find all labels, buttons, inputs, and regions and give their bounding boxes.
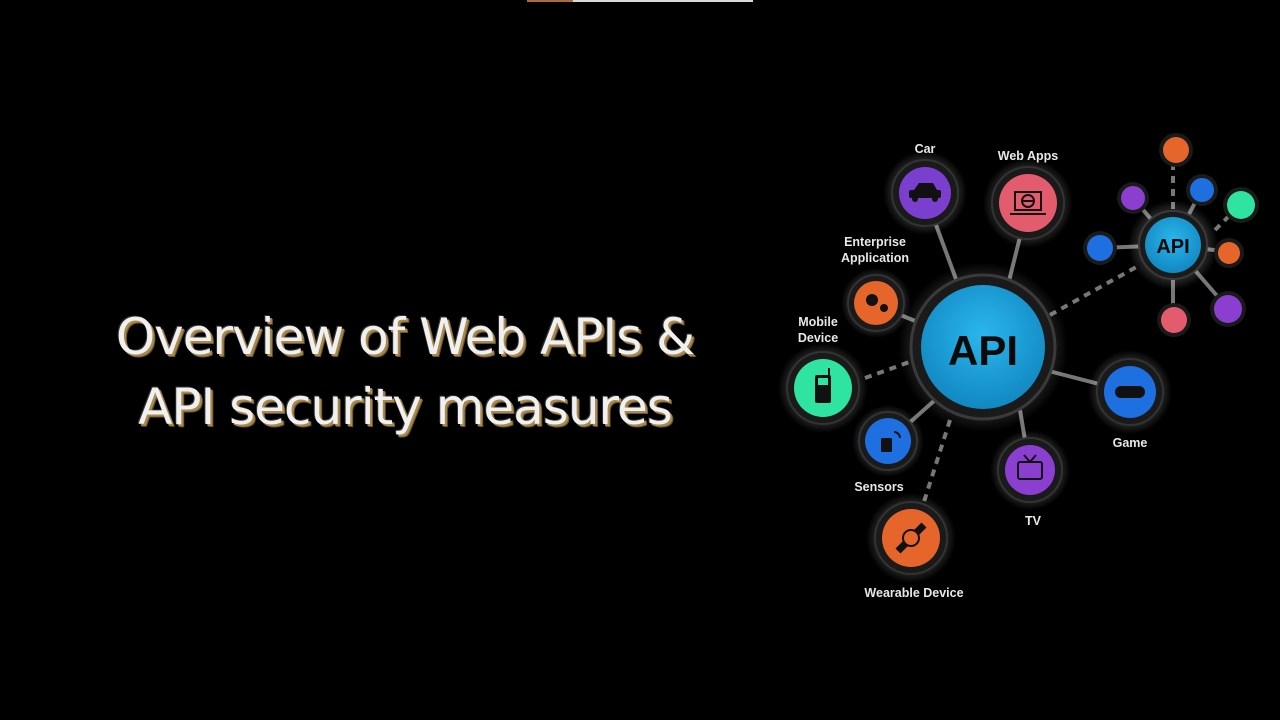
mini-laptop-icon xyxy=(1161,307,1187,333)
car-icon xyxy=(909,183,941,202)
node-mobile xyxy=(786,351,860,425)
label-tv: TV xyxy=(1025,514,1041,528)
gamepad-icon xyxy=(1115,386,1145,398)
slide-title: Overview of Web APIs & API security meas… xyxy=(60,302,750,442)
label-web-apps: Web Apps xyxy=(997,149,1059,163)
title-line-2: API security measures xyxy=(138,378,673,436)
label-enterprise-2: Application xyxy=(840,251,910,265)
node-enterprise xyxy=(847,274,905,332)
label-mobile-1: Mobile xyxy=(798,315,838,329)
mini-api-hub: API xyxy=(1138,210,1208,280)
label-wearable: Wearable Device xyxy=(864,586,964,600)
label-sensors: Sensors xyxy=(854,480,904,494)
node-game xyxy=(1096,358,1164,426)
tv-icon xyxy=(1017,454,1043,480)
mobile-phone-icon xyxy=(815,368,831,403)
sensor-icon xyxy=(881,431,901,452)
video-progress-bar[interactable] xyxy=(527,0,753,2)
svg-text:API: API xyxy=(1156,236,1189,258)
node-sensors xyxy=(858,411,918,471)
mini-tv-icon xyxy=(1121,186,1145,210)
node-tv xyxy=(997,437,1063,503)
gears-icon xyxy=(866,294,888,312)
mini-sensor-icon xyxy=(1190,178,1214,202)
laptop-globe-icon xyxy=(1010,191,1046,215)
label-game: Game xyxy=(1112,436,1148,450)
progress-fill xyxy=(527,0,573,2)
label-mobile-2: Device xyxy=(797,331,839,345)
mini-nodes xyxy=(1083,133,1259,337)
node-car xyxy=(891,159,959,227)
api-hub: API xyxy=(909,273,1057,421)
mini-gears-icon xyxy=(1218,242,1240,264)
node-wearable xyxy=(874,501,948,575)
label-car: Car xyxy=(914,142,936,156)
mini-gamepad-icon xyxy=(1087,235,1113,261)
label-enterprise-1: Enterprise xyxy=(844,235,906,249)
node-web-apps xyxy=(991,166,1065,240)
mini-car-icon xyxy=(1214,295,1242,323)
mini-watch-icon xyxy=(1163,137,1189,163)
watch-icon xyxy=(895,522,927,554)
svg-text:API: API xyxy=(948,327,1018,374)
title-line-1: Overview of Web APIs & xyxy=(115,308,695,366)
mini-phone-icon xyxy=(1227,191,1255,219)
